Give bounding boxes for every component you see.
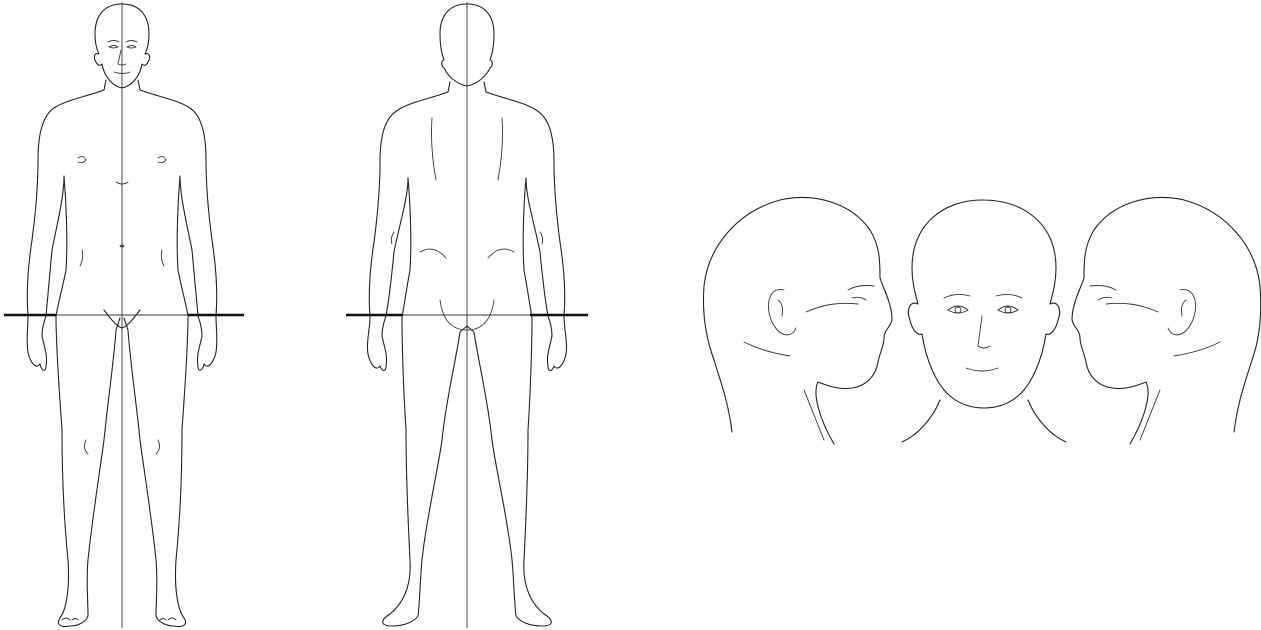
head-right-profile (703, 198, 892, 444)
head-front (902, 200, 1066, 442)
head-left-profile (1072, 198, 1261, 444)
